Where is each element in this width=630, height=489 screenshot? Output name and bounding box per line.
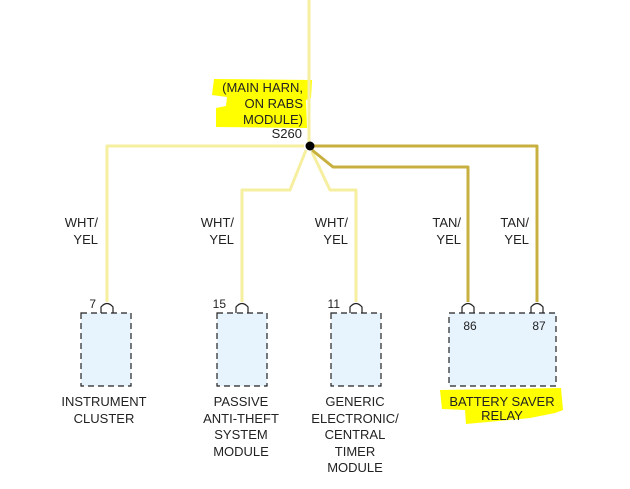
battery-saver-relay-box bbox=[448, 312, 557, 387]
pin-number-86: 86 bbox=[463, 319, 477, 333]
passive-anti-theft-name-2: ANTI-THEFT bbox=[203, 411, 279, 426]
generic-electronic-name-2: ELECTRONIC/ bbox=[311, 411, 399, 426]
wire-color-label-1b: YEL bbox=[73, 232, 98, 247]
wire-color-label-4b: YEL bbox=[436, 232, 461, 247]
generic-electronic-name-5: MODULE bbox=[327, 460, 383, 475]
terminal-7 bbox=[100, 302, 114, 313]
splice-point bbox=[305, 141, 315, 151]
wire-color-label-2b: YEL bbox=[209, 232, 234, 247]
wire-color-label-3a: WHT/ bbox=[315, 215, 349, 230]
wire-relay-87 bbox=[313, 144, 539, 302]
wire-instrument-cluster bbox=[105, 144, 304, 302]
passive-anti-theft-name-4: MODULE bbox=[213, 444, 269, 459]
pin-number-7: 7 bbox=[89, 297, 96, 311]
terminal-87 bbox=[530, 302, 544, 313]
wire-color-label-5b: YEL bbox=[504, 232, 529, 247]
wire-passive-anti-theft bbox=[240, 149, 308, 302]
terminal-15 bbox=[235, 302, 249, 313]
pin-number-11: 11 bbox=[328, 297, 341, 311]
instrument-cluster-name-2: CLUSTER bbox=[74, 411, 135, 426]
passive-anti-theft-name-3: SYSTEM bbox=[214, 427, 267, 442]
splice-location-line-3: MODULE) bbox=[243, 112, 303, 127]
wire-generic-electronic bbox=[310, 151, 358, 302]
wire-color-label-3b: YEL bbox=[323, 232, 348, 247]
generic-electronic-name-3: CENTRAL bbox=[325, 427, 386, 442]
instrument-cluster-box bbox=[80, 312, 132, 387]
battery-saver-relay-name-2: RELAY bbox=[481, 408, 523, 423]
splice-id: S260 bbox=[272, 126, 302, 141]
passive-anti-theft-name-1: PASSIVE bbox=[214, 394, 269, 409]
generic-electronic-box bbox=[330, 312, 382, 387]
wire-color-label-4a: TAN/ bbox=[432, 215, 461, 230]
pin-number-15: 15 bbox=[213, 297, 227, 311]
terminal-11 bbox=[349, 302, 363, 313]
wire-color-label-5a: TAN/ bbox=[500, 215, 529, 230]
generic-electronic-name-4: TIMER bbox=[335, 444, 375, 459]
relay-name-highlight bbox=[440, 388, 563, 424]
passive-anti-theft-box bbox=[216, 312, 268, 387]
generic-electronic-name-1: GENERIC bbox=[325, 394, 384, 409]
wire-color-label-1a: WHT/ bbox=[65, 215, 99, 230]
wire-color-label-2a: WHT/ bbox=[201, 215, 235, 230]
splice-location-highlight bbox=[212, 79, 312, 128]
splice-location-line-2: ON RABS bbox=[244, 96, 303, 111]
battery-saver-relay-name-1: BATTERY SAVER bbox=[449, 394, 554, 409]
pin-number-87: 87 bbox=[532, 319, 546, 333]
wire-relay-86 bbox=[311, 148, 470, 302]
terminal-86 bbox=[461, 302, 475, 313]
instrument-cluster-name-1: INSTRUMENT bbox=[61, 394, 146, 409]
splice-location-line-1: (MAIN HARN, bbox=[222, 80, 303, 95]
